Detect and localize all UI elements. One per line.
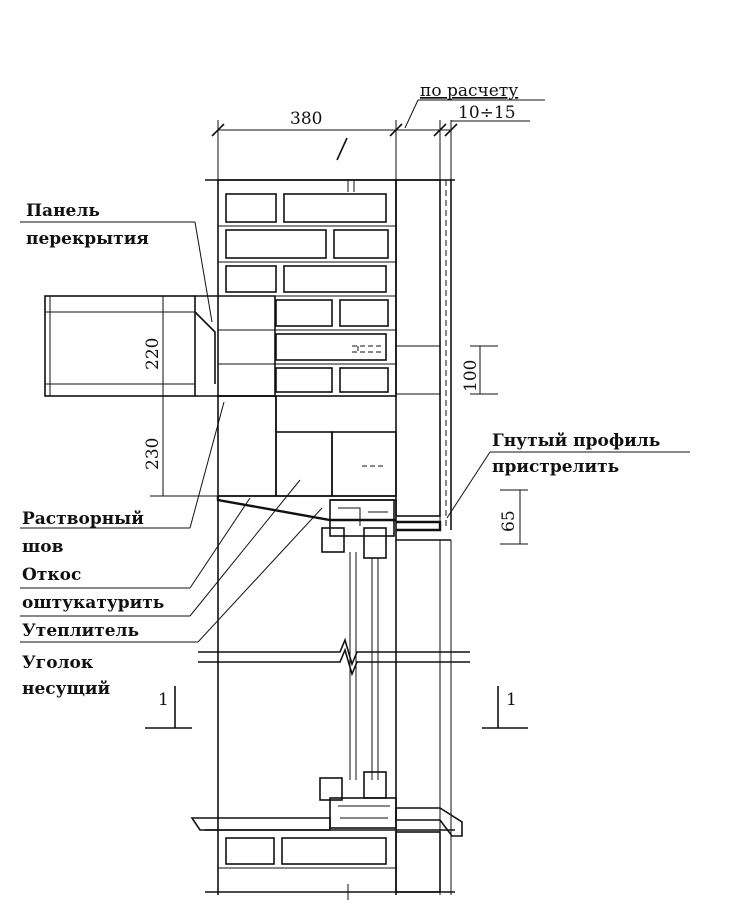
section-marks: 1 1 [145, 686, 528, 729]
window-glass [217, 500, 452, 895]
dim-insert: 100 [461, 345, 498, 395]
dim-lintel-230: 230 [143, 438, 163, 470]
dim-wall-380: 380 [290, 109, 322, 129]
section-mark-right: 1 [506, 690, 517, 710]
break-line [198, 637, 470, 677]
upper-brickwork [217, 179, 397, 397]
dim-gap: 10÷15 [458, 103, 516, 123]
dim-slab: 220 [143, 295, 200, 397]
label-slope-line1: Откос [22, 565, 81, 585]
window-frame-bottom [190, 771, 463, 837]
label-profile-line2: пристрелить [492, 457, 619, 477]
label-panel-line1: Панель [26, 201, 100, 221]
bent-profile: 65 [396, 451, 690, 545]
label-insulation: Утеплитель [22, 621, 139, 641]
label-mortar-line1: Растворный [22, 509, 144, 529]
section-mark-left: 1 [158, 690, 169, 710]
dim-lintel: 230 [143, 396, 220, 497]
label-by-calc: по расчету [420, 81, 518, 101]
label-angle-line1: Уголок [22, 653, 94, 673]
lower-brickwork [205, 829, 455, 900]
label-mortar-line2: шов [22, 537, 64, 557]
label-slope-line2: оштукатурить [22, 593, 164, 613]
floor-panel [44, 295, 276, 397]
label-profile-line1: Гнутый профиль [492, 431, 660, 451]
leader-lines [20, 221, 323, 643]
window-frame-top [321, 499, 395, 559]
lintel [216, 395, 451, 541]
outer-insulation [352, 179, 452, 530]
label-panel-line2: перекрытия [26, 229, 149, 249]
dim-slab-220: 220 [143, 338, 163, 370]
dim-profile-65: 65 [499, 510, 519, 532]
top-dimensions: 380 10÷15 по расчету [211, 81, 545, 180]
dim-insert-100: 100 [461, 360, 481, 392]
label-angle-line2: несущий [22, 679, 110, 699]
